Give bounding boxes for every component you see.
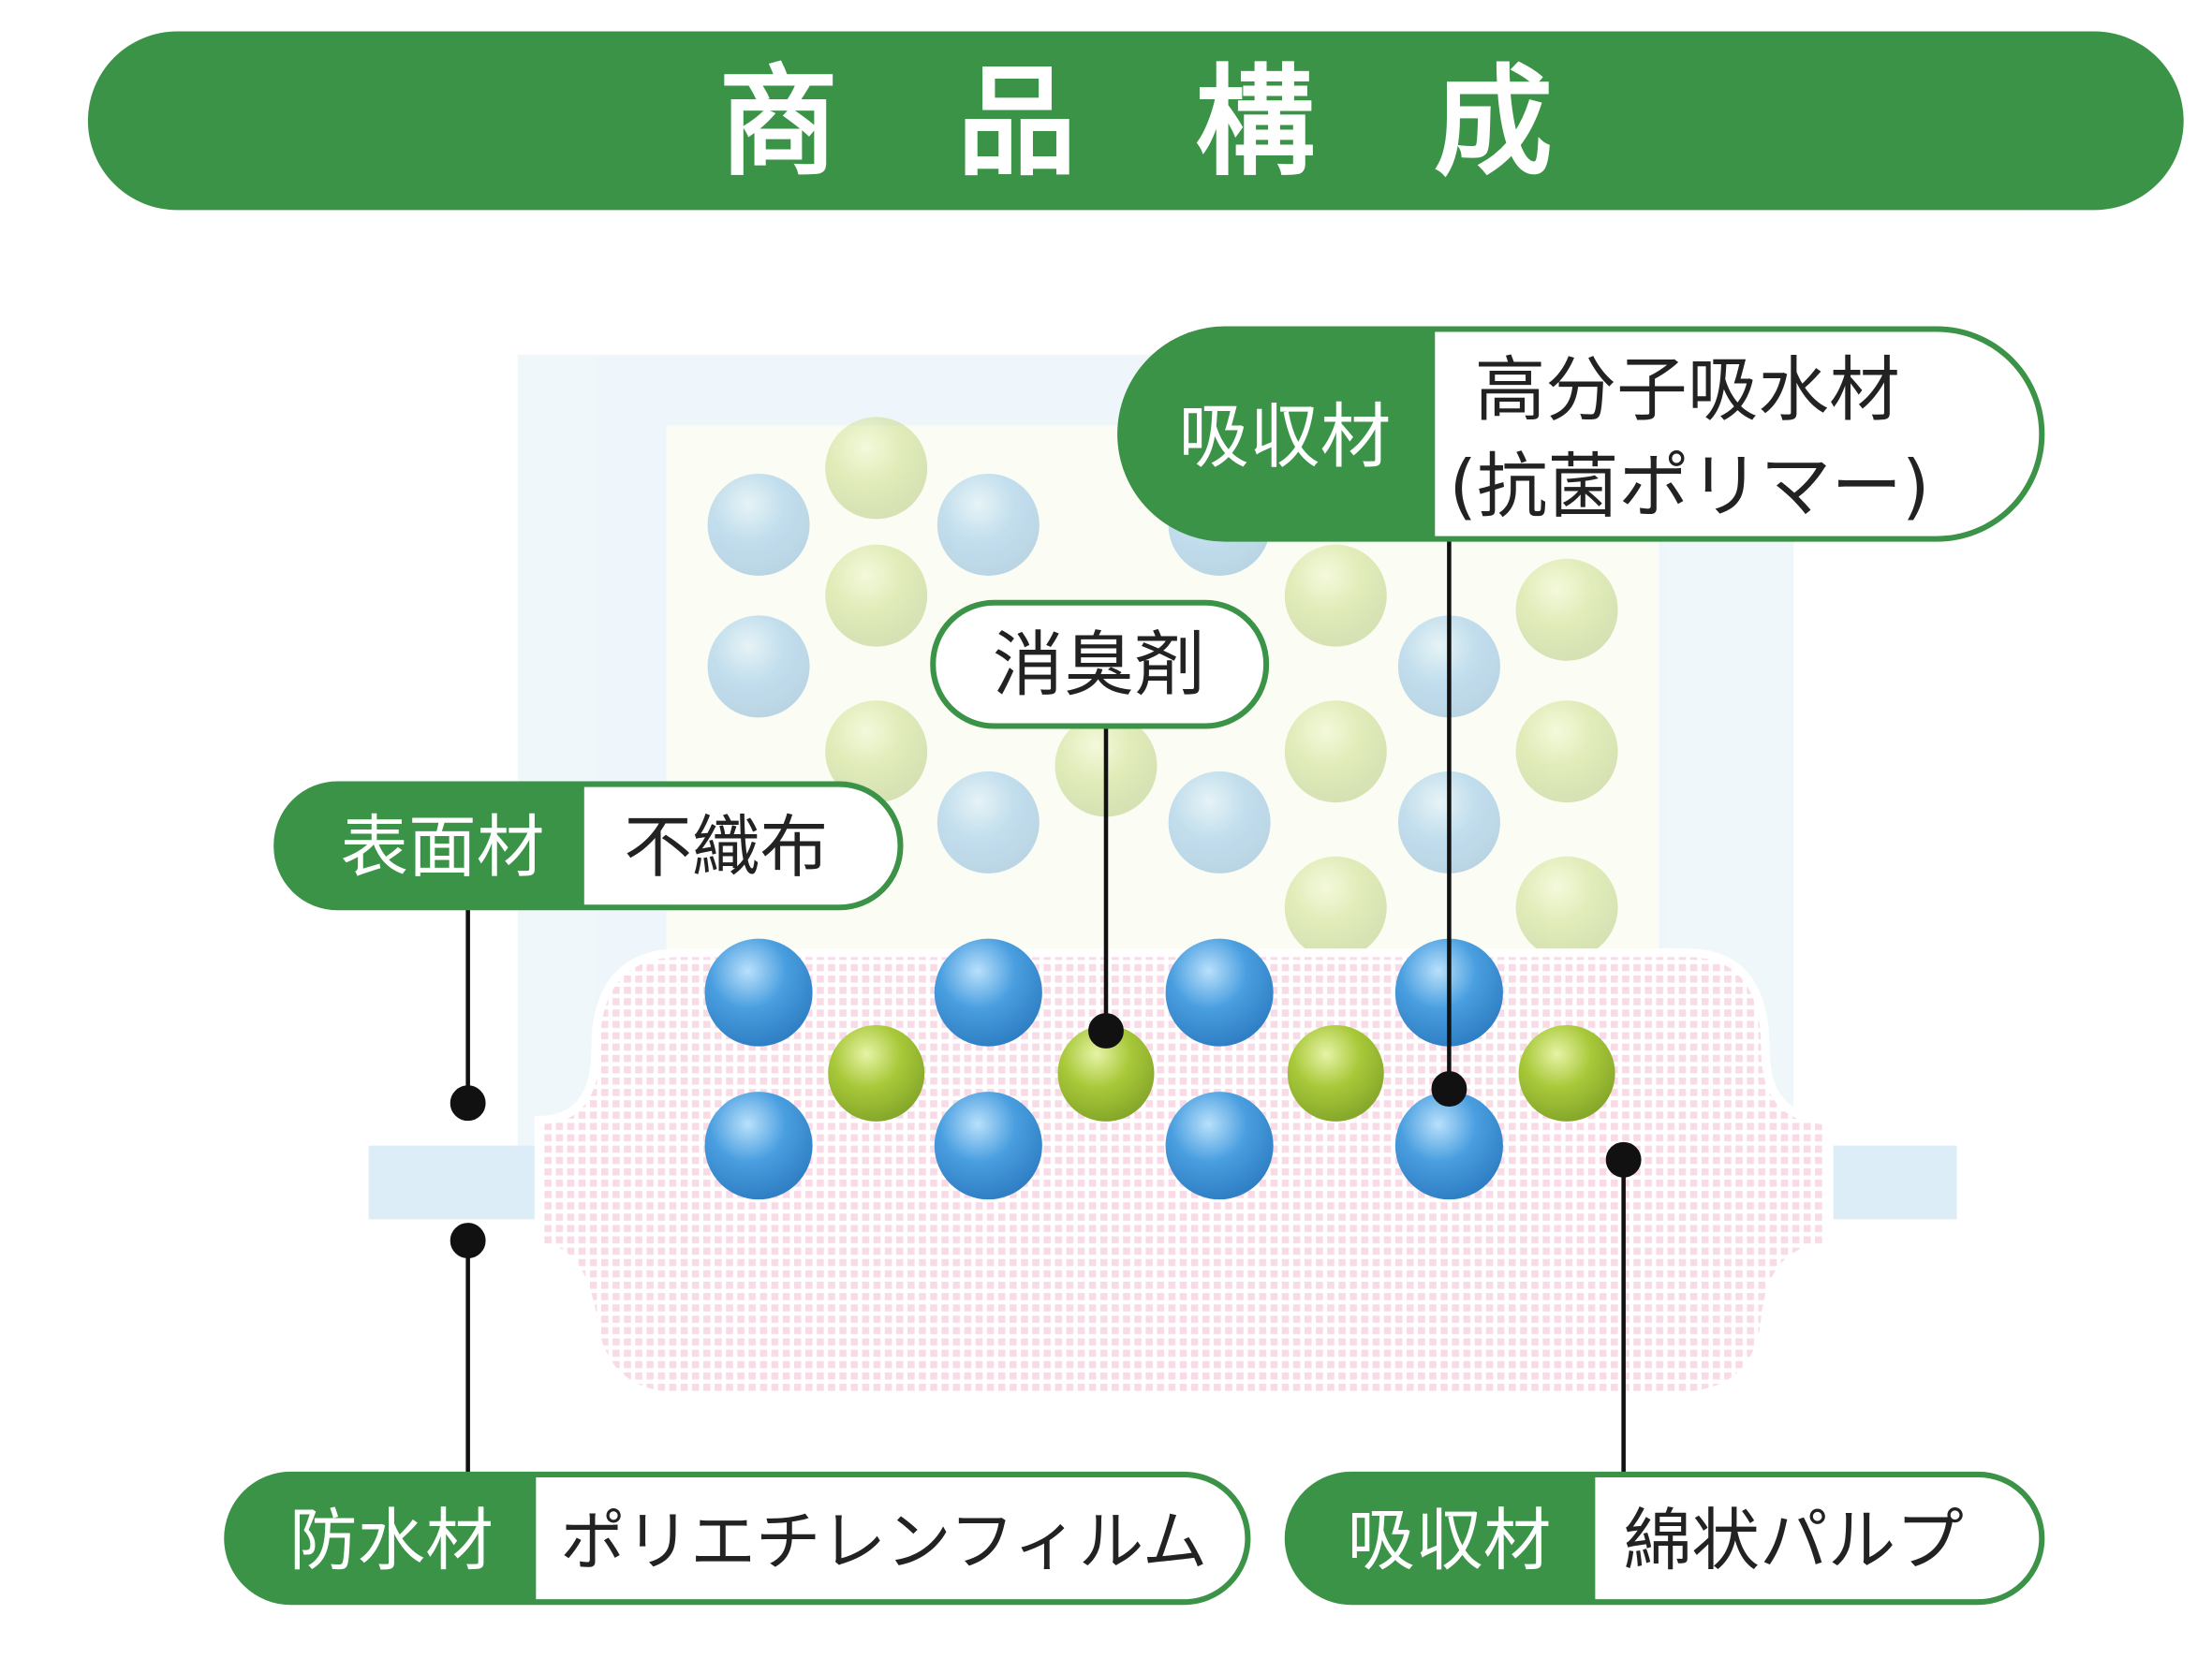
label-waterproof: 防水材 ポリエチレンフィルム xyxy=(224,1471,1251,1606)
title-banner: 商 品 構 成 xyxy=(87,31,2184,211)
label-pulp: 吸収材 綿状パルプ xyxy=(1284,1471,2045,1606)
label-deodorant: 消臭剤 xyxy=(930,599,1270,729)
polymer-particles xyxy=(704,938,1503,1200)
label-category: 吸収材 xyxy=(1178,395,1391,477)
label-category: 表面材 xyxy=(340,809,544,888)
label-category: 吸収材 xyxy=(1347,1502,1551,1580)
label-category: 防水材 xyxy=(289,1502,494,1580)
label-polymer: 吸収材 高分子吸水材 (抗菌ポリマー) xyxy=(1117,326,2045,542)
deodorant-particles xyxy=(828,1024,1615,1122)
leader-lines xyxy=(450,538,1642,1475)
label-name-line1: 高分子吸水材 xyxy=(1475,348,1900,431)
label-surface: 表面材 不織布 xyxy=(273,781,904,911)
label-name: 不織布 xyxy=(624,809,828,888)
label-name-line2: (抗菌ポリマー) xyxy=(1449,445,1929,527)
label-name: 消臭剤 xyxy=(993,624,1205,706)
label-name: ポリエチレンフィルム xyxy=(560,1504,1207,1579)
page-title: 商 品 構 成 xyxy=(719,52,1553,191)
label-name: 綿状パルプ xyxy=(1624,1502,1964,1580)
